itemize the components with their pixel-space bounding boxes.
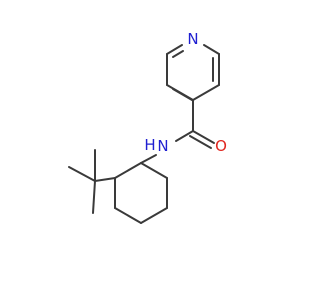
bond-carbonyl-o-1 [192, 130, 215, 144]
carbonyl-oxygen-label: O [215, 137, 227, 155]
bond-ch3-ch4 [140, 207, 168, 224]
bond-carbonyl-o-2 [189, 135, 212, 149]
pyridine-nitrogen-label: N [187, 30, 198, 48]
bond-methyl-left [68, 166, 96, 182]
bond-n1-c2-inner [172, 50, 184, 58]
cyclohexane-ring [114, 162, 168, 224]
pyridine-ring [166, 44, 220, 101]
amide-hydrogen-label: H [144, 136, 155, 154]
bond-carbonyl-n [175, 130, 194, 142]
bond-methyl-bottom [92, 180, 96, 214]
bond-ch1-ch2 [140, 162, 168, 179]
bond-ch6-ch1 [114, 162, 142, 179]
bond-ring-quaternary-c [94, 177, 116, 182]
bond-c6-n1 [203, 44, 220, 55]
bond-c4-c5 [192, 84, 220, 101]
molecule-structure: N O H N [68, 30, 227, 224]
bond-n1-c2 [166, 44, 183, 55]
bond-c3-c4-inner [172, 88, 193, 101]
atom-labels: N O H N [144, 30, 227, 155]
bond-ch4-ch5 [114, 207, 142, 224]
amide-group [140, 99, 215, 164]
bond-n-cyclohexyl [140, 154, 157, 164]
amide-nitrogen-label: N [157, 137, 168, 155]
tert-butyl-group [68, 149, 116, 214]
